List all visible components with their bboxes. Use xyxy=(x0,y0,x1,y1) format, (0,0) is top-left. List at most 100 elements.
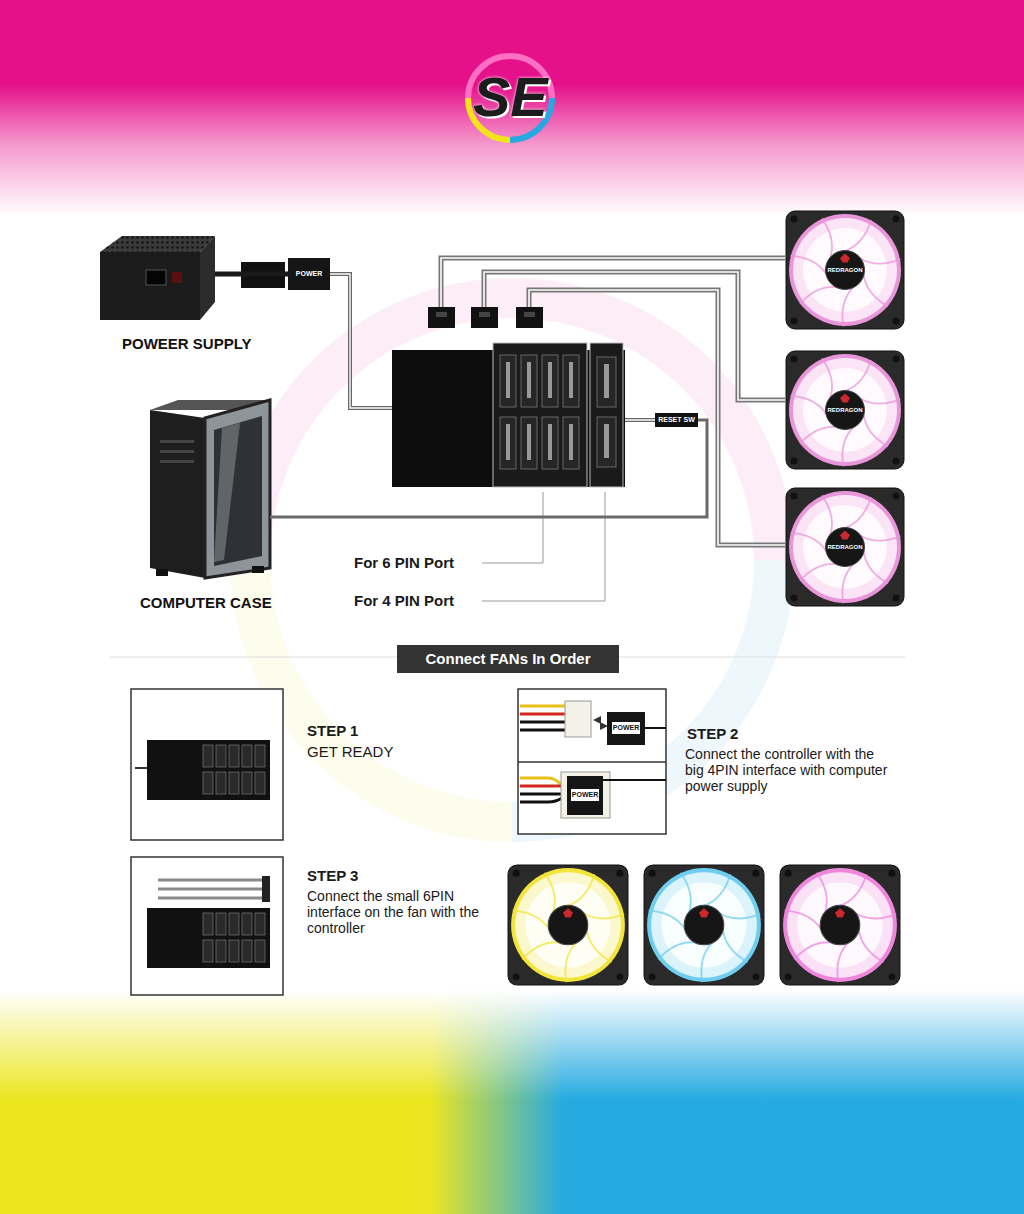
step-heading: STEP 1 xyxy=(307,722,358,739)
step-3-illustration xyxy=(203,913,213,935)
step-1-illustration xyxy=(229,745,239,767)
node-text: REDRAGON xyxy=(827,544,862,551)
controller-hub xyxy=(548,424,552,460)
controller-hub xyxy=(521,417,537,469)
fan-illustration xyxy=(780,865,900,985)
step-2-illustration xyxy=(520,713,566,716)
fan-illustration xyxy=(786,488,904,606)
computer-case: COMPUTER CASE xyxy=(150,400,270,578)
step-1-illustration xyxy=(216,745,226,767)
callout-label: For 6 PIN Port xyxy=(354,554,454,571)
controller-hub xyxy=(542,417,558,469)
fan-connector xyxy=(471,307,498,328)
step-1-illustration xyxy=(229,772,239,794)
fan-cable xyxy=(529,290,785,545)
computer-case-illustration xyxy=(160,450,194,453)
step-1-illustration xyxy=(216,772,226,794)
reset-switch-tag: RESET SW xyxy=(655,413,698,427)
power-supply-illustration xyxy=(200,236,215,320)
controller-hub xyxy=(506,424,510,460)
controller-hub xyxy=(548,362,552,398)
step-2-illustration xyxy=(520,798,562,802)
fan-illustration xyxy=(644,865,764,985)
step-text: Connect the controller with the big 4PIN… xyxy=(685,746,890,794)
controller-hub xyxy=(506,362,609,460)
controller-hub xyxy=(527,362,531,398)
step-3-illustration xyxy=(158,879,262,882)
step-heading: STEP 2 xyxy=(687,725,738,742)
step-2-illustration xyxy=(520,705,566,708)
step-3-illustration xyxy=(216,913,226,935)
fan-connector xyxy=(428,307,543,328)
node-text: RESET SW xyxy=(658,416,695,424)
node-text: COMPUTER CASE xyxy=(140,594,272,611)
controller-hub xyxy=(527,424,531,460)
controller-hub xyxy=(506,362,510,398)
step-1-illustration xyxy=(242,772,252,794)
callout-label: For 4 PIN Port xyxy=(354,592,454,609)
bottom-fade xyxy=(0,990,1024,1100)
computer-case-illustration xyxy=(160,460,194,463)
connector-marking: POWER xyxy=(571,789,599,801)
step-3-illustration xyxy=(158,897,262,900)
step-3-illustration xyxy=(255,913,265,935)
step-2-illustration xyxy=(607,712,645,745)
step-2-illustration xyxy=(565,701,591,737)
step-1-illustration xyxy=(255,772,265,794)
step-3-illustration xyxy=(242,913,252,935)
fan-illustration xyxy=(508,211,904,985)
computer-case-illustration xyxy=(214,423,240,562)
computer-case-illustration xyxy=(150,400,270,578)
fan-connector xyxy=(524,312,535,317)
logo-ring xyxy=(468,56,552,140)
controller-hub xyxy=(604,424,609,458)
step-1-illustration xyxy=(203,745,213,767)
rgb-fan: REDRAGON xyxy=(785,487,905,607)
cable xyxy=(330,274,392,408)
step-1-illustration xyxy=(255,745,265,767)
node-text: Connect FANs In Order xyxy=(425,650,590,667)
node-text: POWEER SUPPLY xyxy=(122,335,251,352)
step-2-illustration xyxy=(518,689,666,834)
callout-leader xyxy=(482,492,543,563)
controller-hub xyxy=(597,417,616,467)
fan-cable xyxy=(441,258,785,545)
computer-case-illustration xyxy=(252,566,264,573)
computer-case-illustration xyxy=(205,400,270,578)
step-2-illustration xyxy=(520,721,566,724)
step-1-illustration xyxy=(131,689,283,840)
step-2-illustration xyxy=(520,778,562,786)
watermark xyxy=(250,298,774,560)
computer-case-illustration xyxy=(214,416,262,566)
step-text: Connect the small 6PIN interface on the … xyxy=(307,888,487,936)
step-3-illustration xyxy=(229,913,239,935)
step-3-illustration xyxy=(147,908,270,968)
step-2-illustration xyxy=(561,772,610,818)
rgb-fan: REDRAGON xyxy=(785,350,905,470)
fan-illustration xyxy=(786,351,904,469)
callout-leader xyxy=(482,492,605,601)
fan-illustration xyxy=(786,211,904,329)
power-supply-illustration xyxy=(146,270,166,285)
step-1-illustration xyxy=(135,767,147,769)
fan-connector xyxy=(428,307,455,328)
fan-cable xyxy=(441,258,785,307)
power-supply-illustration xyxy=(100,236,215,252)
power-supply: POWEER SUPPLY xyxy=(100,235,215,320)
watermark xyxy=(250,560,512,822)
step-2-illustration xyxy=(612,722,640,734)
step-1-illustration xyxy=(203,772,213,794)
controller-hub xyxy=(563,355,579,407)
power-supply-illustration xyxy=(100,252,200,320)
step-2-illustration xyxy=(593,716,601,724)
step-3-illustration xyxy=(203,940,213,962)
section-band: Connect FANs In Order xyxy=(397,645,619,673)
step-3-illustration xyxy=(229,940,239,962)
wire-connector xyxy=(215,272,288,277)
controller-hub xyxy=(604,364,609,398)
step-2-illustration xyxy=(571,789,599,801)
controller-hub xyxy=(590,343,623,487)
callout-leader xyxy=(482,492,605,601)
computer-case-illustration xyxy=(156,569,168,576)
